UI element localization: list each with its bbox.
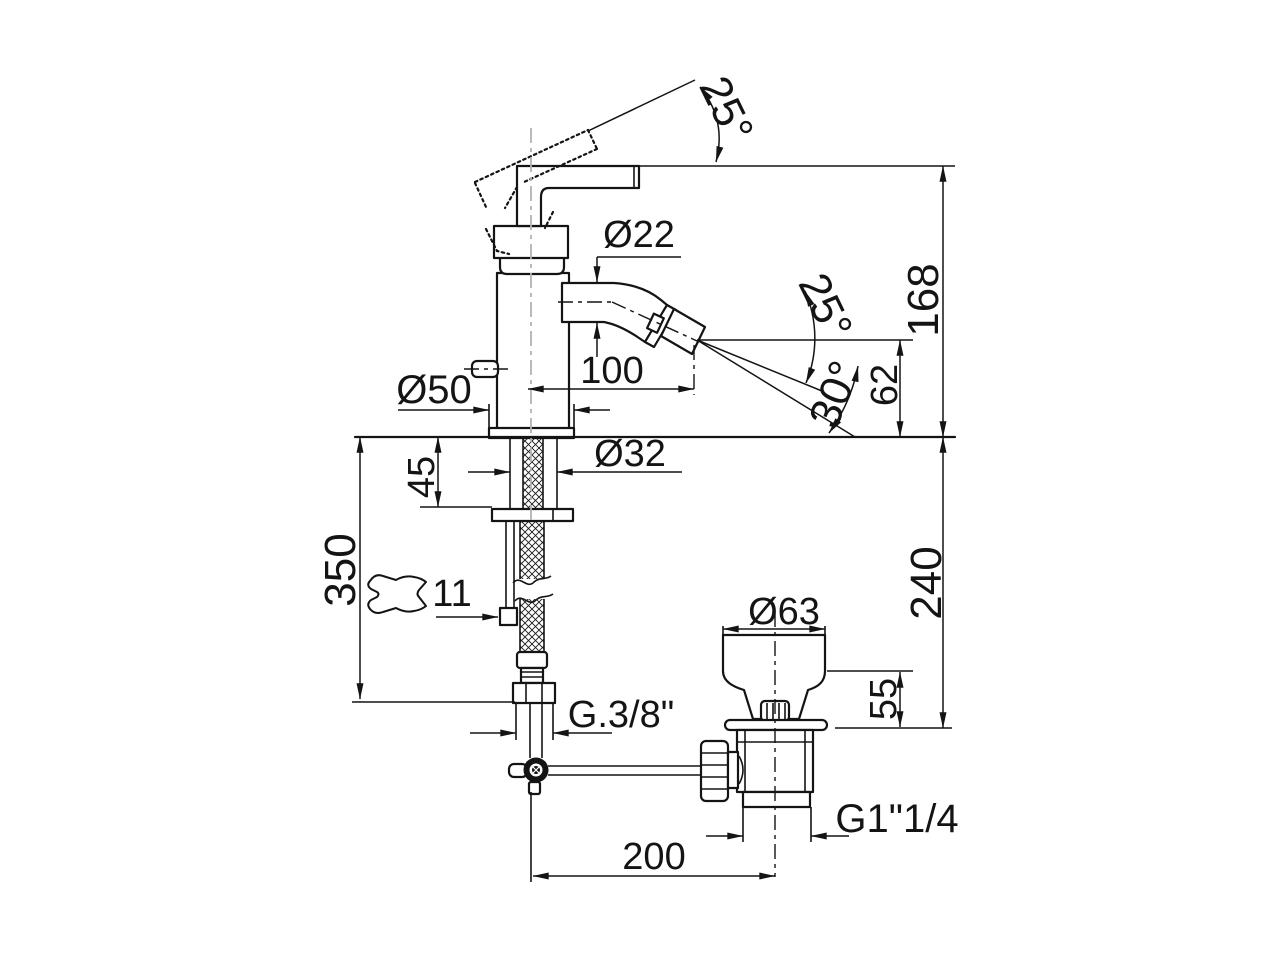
rod-upper: [505, 521, 515, 608]
label-spray-angle-upper: 25°: [789, 266, 862, 347]
label-drain-height: 55: [863, 678, 905, 720]
hex-nut-facets: [525, 683, 543, 703]
label-spout-reach: 100: [580, 350, 643, 392]
faucet-body: [470, 224, 576, 440]
connector-arc: [738, 755, 744, 785]
mounting-nut-plate: [490, 507, 575, 523]
handle-lever: [515, 164, 641, 228]
spray-line-25deg: [696, 339, 823, 392]
label-handle-angle: 25°: [690, 69, 763, 150]
label-spout-diameter: Ø22: [603, 214, 675, 256]
mounting-shank: [490, 438, 575, 523]
pop-up-rod: [498, 521, 702, 796]
ghost-fillet: [543, 210, 555, 230]
label-deck-to-drain: 240: [902, 546, 951, 619]
ghost-handle-top-edge: [473, 128, 590, 184]
dimensions: [352, 79, 955, 882]
label-wrench-size: 11: [432, 573, 471, 615]
label-total-height: 168: [899, 263, 948, 336]
horizontal-link-rod: [548, 765, 702, 776]
label-outlet-height: 62: [864, 364, 906, 406]
rod-entry-connector: [726, 750, 740, 790]
spout-clip: [645, 312, 665, 334]
ball-joint-cross: [532, 766, 540, 774]
hose-ferrule: [515, 650, 549, 670]
knob-ribs: [766, 703, 786, 720]
ghost-handle-bottom-edge: [522, 147, 599, 184]
spray-angle-arc-30: [828, 365, 859, 434]
spout: [560, 281, 707, 356]
drain-tailpiece: [741, 790, 812, 809]
label-shank-diameter: Ø32: [594, 433, 666, 475]
ghost-handle-end: [586, 128, 599, 151]
spray-angle-arc-25: [804, 290, 816, 384]
handle-angle-arc: [699, 86, 724, 163]
rod-wrench-flat: [498, 606, 519, 627]
label-max-deck-thickness: 45: [401, 456, 443, 498]
hose-braid-upper: [520, 521, 544, 579]
spray-line-30deg: [696, 339, 856, 438]
rod-lower-stub: [527, 780, 542, 796]
wrench-icon: [367, 574, 427, 614]
handle: [515, 164, 641, 228]
label-supply-thread: G.3/8": [568, 694, 674, 736]
hose-walls-lower: [519, 599, 545, 652]
label-hose-drop: 350: [316, 533, 365, 606]
handle-angle-flank-line: [587, 79, 696, 132]
drain-assembly: [699, 633, 829, 809]
hose-braid-lower: [520, 599, 544, 652]
label-spray-angle-lower: 30°: [800, 354, 870, 434]
bellows-ribs: [521, 671, 543, 678]
hose-walls-upper: [519, 521, 545, 579]
label-drain-flange-diameter: Ø63: [748, 591, 820, 633]
ghost-post-right: [503, 185, 519, 210]
ghost-post-left: [473, 181, 488, 209]
ext-lines-g114: [742, 807, 812, 842]
ghost-cap-corner: [484, 227, 511, 256]
body-neck-ring: [498, 255, 566, 276]
spout-axis: [558, 301, 698, 342]
body-column: [495, 271, 571, 431]
supply-hose: [511, 521, 557, 758]
hose-thread-tail: [529, 703, 543, 758]
shank-hatch: [523, 438, 543, 509]
handle-open-position: [473, 128, 599, 256]
label-base-diameter: Ø50: [396, 368, 472, 412]
hose-break-line-1: [512, 575, 552, 586]
drain-washer: [723, 718, 829, 732]
hose-hex-nut: [511, 681, 557, 705]
label-rod-to-drain: 200: [622, 836, 685, 878]
knurled-nut-ribs: [701, 752, 728, 790]
spray-cone: [696, 290, 913, 438]
hose-bellows: [519, 666, 545, 685]
label-drain-thread: G1"1/4: [835, 797, 958, 841]
drain-knurled-nut: [699, 739, 730, 803]
ext-lines-g38: [515, 703, 554, 740]
